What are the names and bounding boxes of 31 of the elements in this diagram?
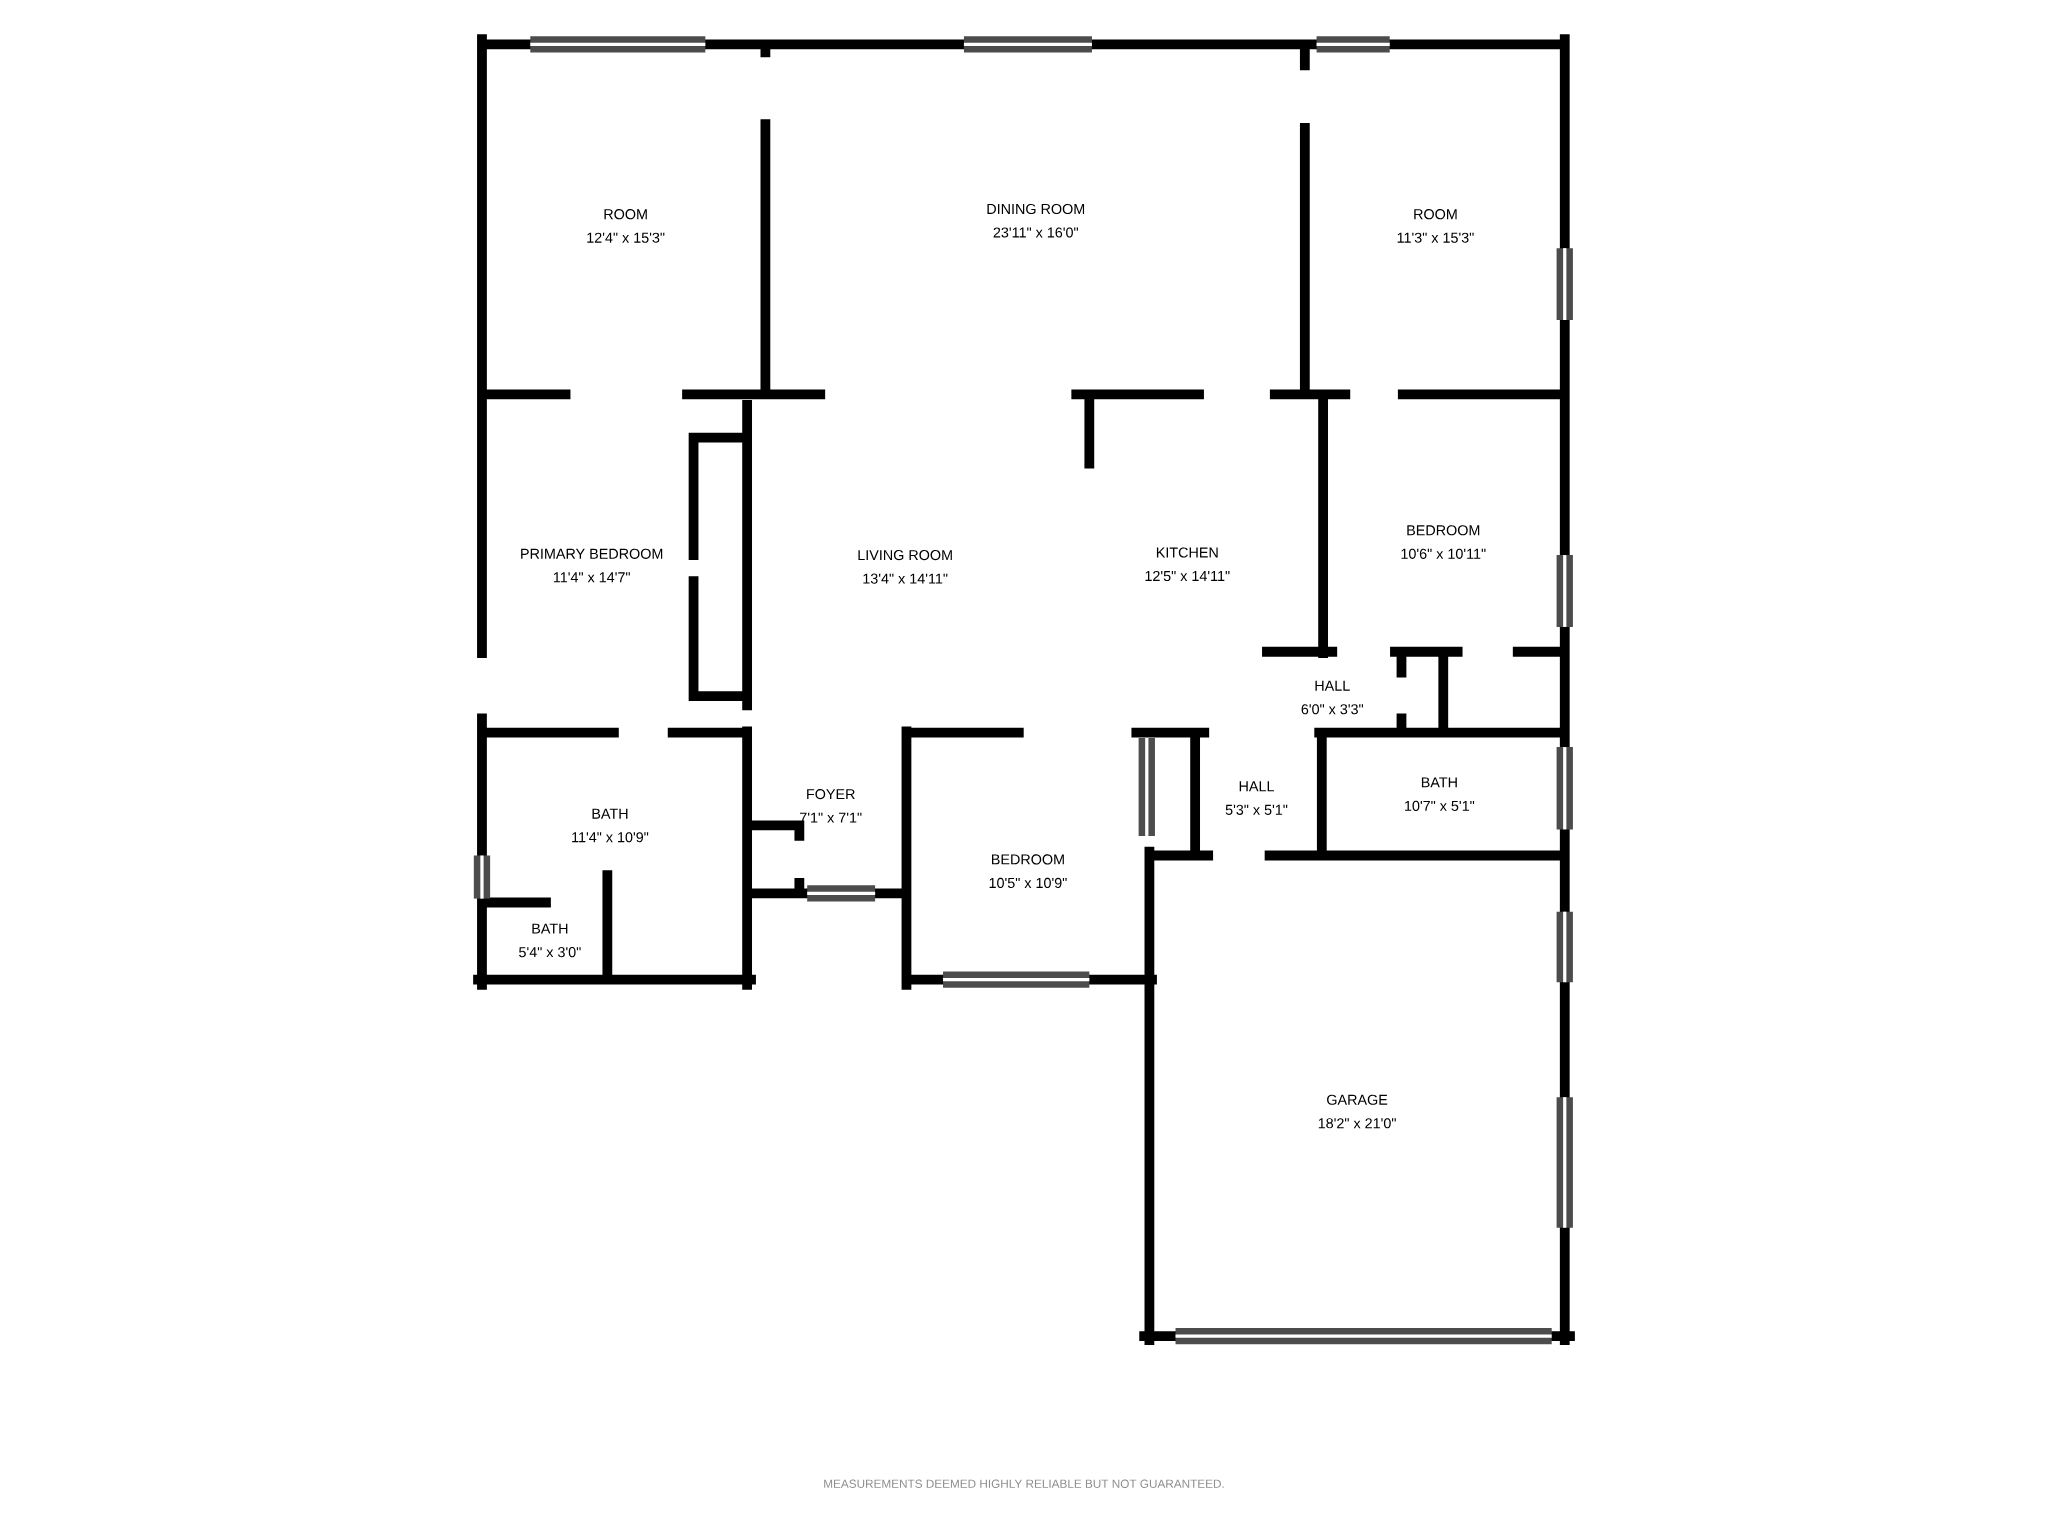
room-label: 18'2" x 21'0" (1318, 1118, 1396, 1129)
room-label: 12'4" x 15'3" (587, 232, 665, 243)
room-label: 11'4" x 10'9" (572, 832, 649, 843)
room-label: 5'4" x 3'0" (519, 947, 581, 958)
room-label: DINING ROOM (987, 203, 1085, 215)
room-label: HALL (1239, 781, 1274, 792)
room-label: 7'1" x 7'1" (800, 812, 862, 823)
room-label: BEDROOM (1407, 525, 1480, 536)
room-label: 6'0" x 3'3" (1301, 704, 1364, 715)
room-label: KITCHEN (1156, 547, 1218, 558)
room-label: BATH (532, 923, 568, 934)
room-label: BEDROOM (992, 854, 1064, 865)
room-label: 5'3" x 5'1" (1225, 804, 1288, 815)
room-label: 11'4" x 14'7" (553, 572, 630, 583)
disclaimer-note: MEASUREMENTS DEEMED HIGHLY RELIABLE BUT NOT GUARANTEED. (824, 1479, 1224, 1488)
room-label: HALL (1315, 680, 1350, 691)
room-label: 23'11" x 16'0" (993, 227, 1078, 238)
room-label: 12'5" x 14'11" (1145, 570, 1230, 582)
room-label: 13'4" x 14'11" (863, 573, 948, 584)
room-label: 10'7" x 5'1" (1405, 800, 1475, 811)
room-label: PRIMARY BEDROOM (521, 548, 663, 559)
room-label: GARAGE (1327, 1094, 1388, 1105)
room-label: BATH (592, 808, 628, 819)
room-label: 11'3" x 15'3" (1397, 232, 1474, 243)
room-label: BATH (1421, 777, 1457, 788)
room-label: FOYER (807, 789, 855, 800)
room-label: LIVING ROOM (858, 550, 952, 561)
room-label: 10'5" x 10'9" (989, 877, 1067, 888)
room-label: 10'6" x 10'11" (1401, 548, 1486, 559)
room-label: ROOM (1414, 209, 1457, 220)
room-label: ROOM (604, 209, 647, 220)
